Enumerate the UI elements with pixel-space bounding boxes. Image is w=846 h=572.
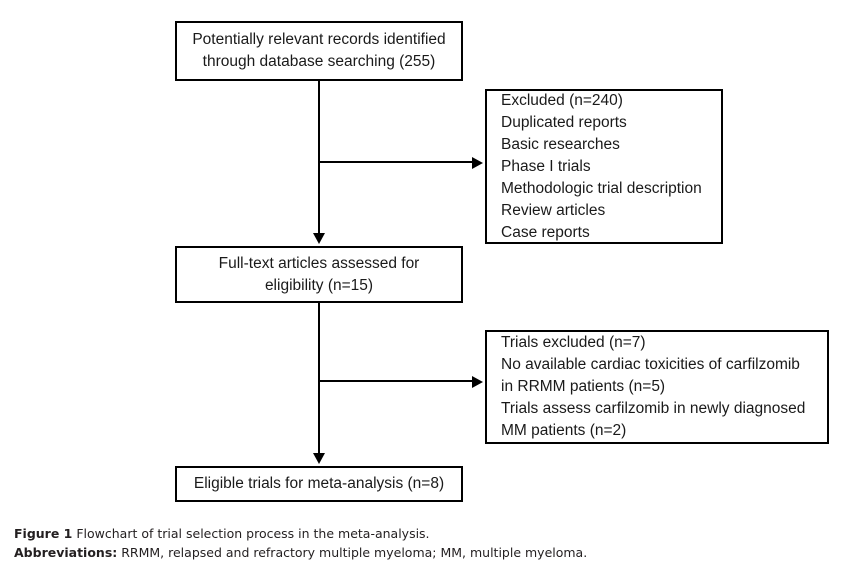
caption-figure-label: Figure 1 (14, 526, 73, 541)
caption-abbreviations-label: Abbreviations: (14, 545, 118, 560)
excluded-2-line-4: Trials assess carfilzomib in newly diagn… (501, 400, 806, 417)
connector-fulltext-to-eligible (318, 303, 320, 455)
arrowhead-right-to-excluded-second (472, 376, 483, 388)
node-fulltext-line-2: eligibility (n=15) (264, 276, 374, 294)
node-eligible-line-1: Eligible trials for meta-analysis (n=8) (193, 475, 445, 492)
excluded-2-line-5: MM patients (n=2) (501, 422, 627, 439)
excluded-1-line-6: Review articles (501, 201, 606, 219)
excluded-1-line-7: Case reports (501, 223, 590, 241)
excluded-1-line-5: Methodologic trial description (501, 179, 702, 197)
node-records-line-2: through database searching (255) (202, 53, 436, 70)
excluded-2-line-2: No available cardiac toxicities of carfi… (501, 356, 800, 373)
excluded-1-line-1: Excluded (n=240) (501, 91, 623, 109)
flowchart-canvas: Potentially relevant records identified … (175, 21, 829, 502)
excluded-1-line-4: Phase I trials (501, 157, 591, 175)
node-eligible-trials: Eligible trials for meta-analysis (n=8) (175, 466, 463, 502)
caption-abbreviations-text: RRMM, relapsed and refractory multiple m… (117, 545, 588, 560)
connector-branch-to-excluded-first (318, 161, 474, 163)
node-records-line-1: Potentially relevant records identified (192, 31, 446, 48)
excluded-1-line-2: Duplicated reports (501, 113, 627, 131)
connector-branch-to-excluded-second (318, 380, 474, 382)
excluded-2-line-3: in RRMM patients (n=5) (501, 378, 666, 395)
node-full-text-assessed: Full-text articles assessed for eligibil… (175, 246, 463, 303)
node-excluded-first-pass: Excluded (n=240) Duplicated reports Basi… (485, 89, 723, 244)
arrowhead-down-to-fulltext (313, 233, 325, 244)
caption-figure-line: Figure 1 Flowchart of trial selection pr… (14, 524, 834, 543)
caption-abbreviations-line: Abbreviations: RRMM, relapsed and refrac… (14, 543, 834, 562)
excluded-2-line-1: Trials excluded (n=7) (501, 334, 646, 351)
figure-caption: Figure 1 Flowchart of trial selection pr… (14, 524, 834, 562)
node-excluded-second-pass: Trials excluded (n=7) No available cardi… (485, 330, 829, 444)
arrowhead-right-to-excluded-first (472, 157, 483, 169)
caption-figure-text: Flowchart of trial selection process in … (72, 526, 430, 541)
node-records-identified: Potentially relevant records identified … (175, 21, 463, 81)
connector-records-to-fulltext (318, 81, 320, 233)
arrowhead-down-to-eligible (313, 453, 325, 464)
node-fulltext-line-1: Full-text articles assessed for (218, 254, 420, 272)
excluded-1-line-3: Basic researches (501, 135, 620, 153)
